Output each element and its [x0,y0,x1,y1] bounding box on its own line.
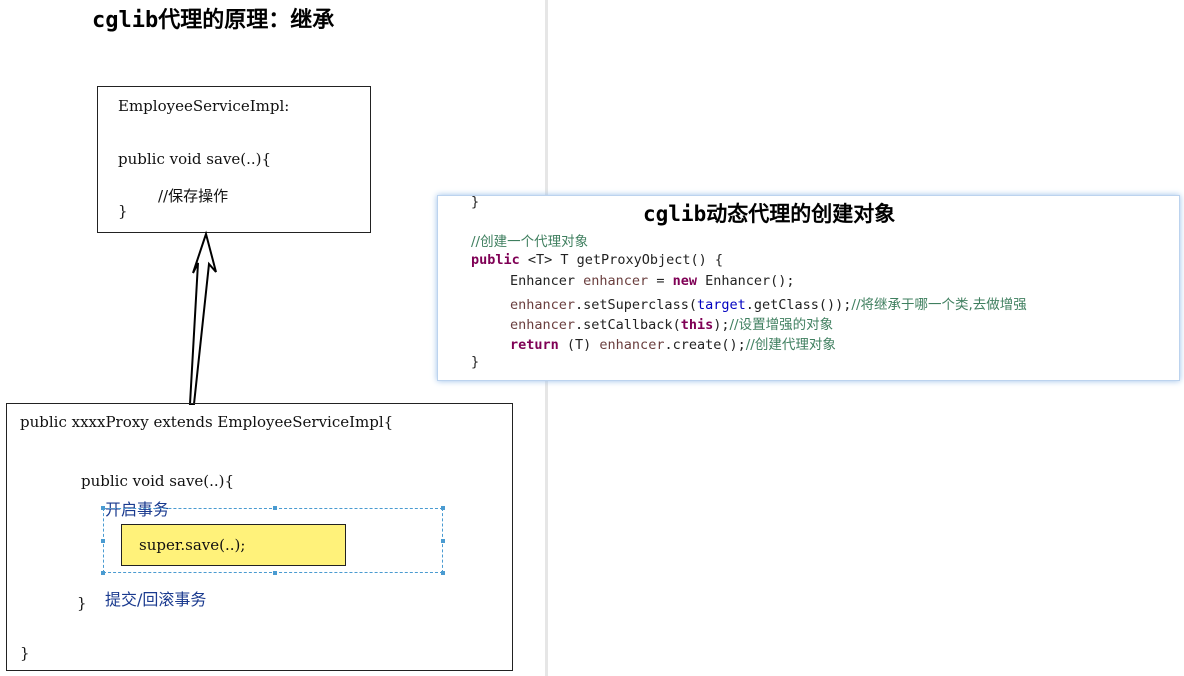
code-panel-title: cglib动态代理的创建对象 [643,202,896,226]
employee-method-signature: public void save(..){ [118,150,272,168]
selection-handle [101,539,105,543]
selection-handle [101,506,105,510]
selection-handle [273,506,277,510]
selection-handle [441,571,445,575]
employee-method-close: } [118,202,128,220]
code-screenshot-panel: } cglib动态代理的创建对象 //创建一个代理对象 public <T> T… [437,194,1180,381]
code-top-brace: } [471,194,480,210]
inheritance-arrow [188,230,217,405]
proxy-class-close: } [20,644,30,662]
code-comment-create-proxy: //创建一个代理对象 [471,234,589,250]
selection-handle [273,571,277,575]
code-end-brace: } [471,354,480,370]
code-method-signature: public <T> T getProxyObject() { [471,252,723,268]
commit-rollback-label: 提交/回滚事务 [105,590,207,609]
proxy-method-signature: public void save(..){ [81,472,235,490]
begin-transaction-label: 开启事务 [105,500,170,519]
proxy-class-declaration: public xxxxProxy extends EmployeeService… [20,413,394,431]
code-line-return-create: return (T) enhancer.create();//创建代理对象 [510,337,836,353]
selection-handle [101,571,105,575]
selection-handle [441,506,445,510]
super-call-box: super.save(..); [121,524,346,566]
proxy-method-close: } [77,594,87,612]
employee-class-label: EmployeeServiceImpl: [118,97,290,115]
employee-save-comment: //保存操作 [158,187,229,205]
code-line-new-enhancer: Enhancer enhancer = new Enhancer(); [510,273,795,289]
code-line-set-superclass: enhancer.setSuperclass(target.getClass()… [510,297,1027,313]
employee-service-box: EmployeeServiceImpl: public void save(..… [97,86,371,233]
left-title: cglib代理的原理：继承 [92,8,335,33]
selection-handle [441,539,445,543]
proxy-class-box: public xxxxProxy extends EmployeeService… [6,403,513,671]
code-line-set-callback: enhancer.setCallback(this);//设置增强的对象 [510,317,834,333]
super-save-call: super.save(..); [139,536,246,554]
